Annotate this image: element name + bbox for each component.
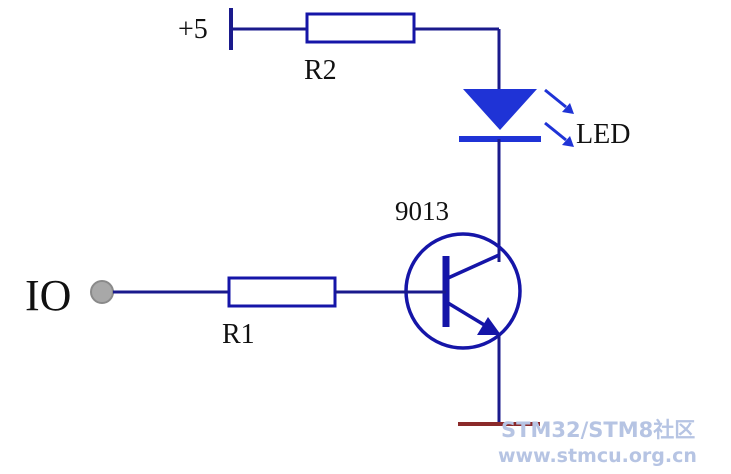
watermark-line2: www.stmcu.org.cn	[498, 445, 697, 467]
led-triangle	[463, 89, 537, 130]
r1-label: R1	[222, 319, 255, 350]
transistor-emitter-arrow	[477, 317, 501, 335]
io-terminal	[90, 280, 114, 304]
led-arrow-lower-shaft	[544, 121, 567, 142]
resistor-r1	[227, 276, 337, 308]
led-arrow-lower-head	[562, 136, 574, 147]
supply-label: +5	[178, 14, 208, 45]
io-label: IO	[25, 271, 71, 320]
r2-label: R2	[304, 55, 337, 86]
led-arrow-upper-shaft	[544, 88, 567, 109]
led-label: LED	[576, 119, 630, 150]
transistor-label: 9013	[395, 196, 449, 226]
watermark-line1: STM32/STM8社区	[501, 418, 695, 442]
resistor-r2	[305, 12, 416, 44]
transistor-collector	[447, 253, 500, 280]
led-arrow-upper-head	[562, 103, 574, 114]
transistor-emitter	[447, 301, 487, 328]
